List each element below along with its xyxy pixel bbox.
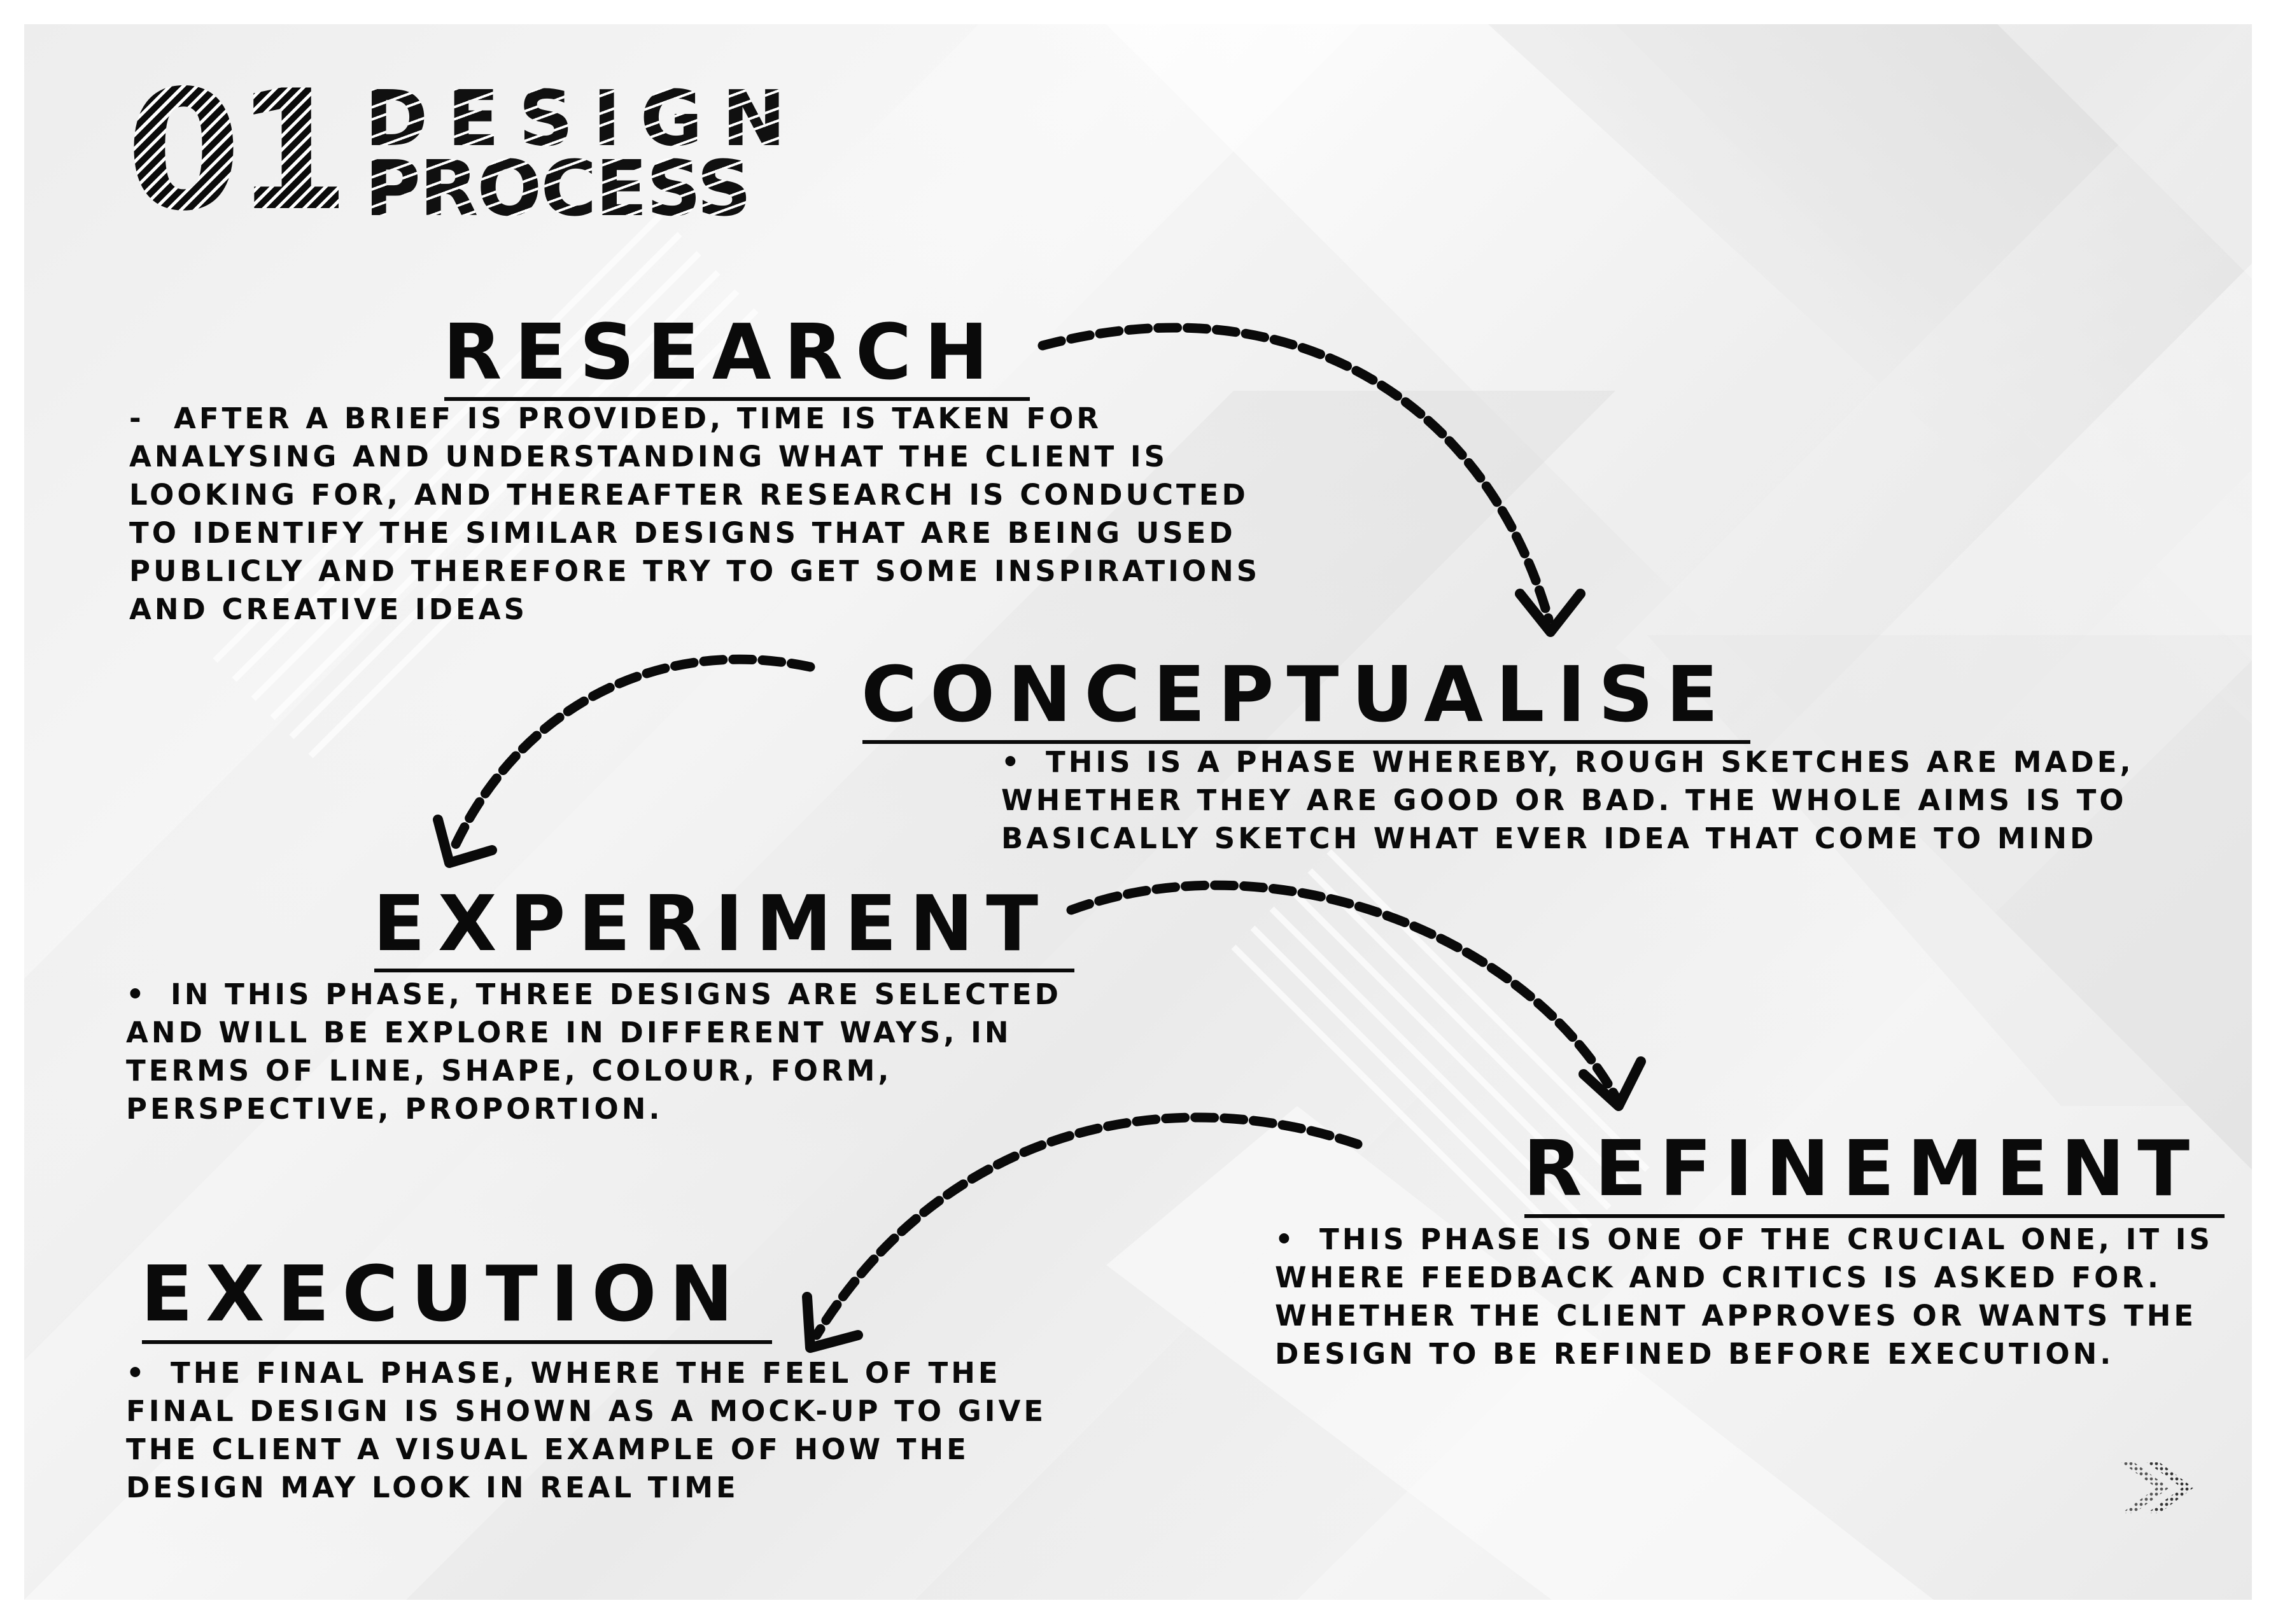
conceptualise-text: THIS IS A PHASE WHEREBY, ROUGH SKETCHES … [1001, 745, 2134, 855]
experiment-heading-underline [374, 969, 1074, 972]
arrow-conceptualise-to-experiment [449, 654, 815, 853]
research-description: -AFTER A BRIEF IS PROVIDED, TIME IS TAKE… [129, 400, 1288, 629]
design-process-page: 01 DESIGN PROCESS RESEARCH -AFTER A BRIE… [24, 24, 2252, 1600]
research-heading: RESEARCH [443, 309, 1001, 397]
chevron-right-icon[interactable] [2118, 1456, 2195, 1520]
conceptualise-description: •THIS IS A PHASE WHEREBY, ROUGH SKETCHES… [1001, 743, 2198, 858]
research-text: AFTER A BRIEF IS PROVIDED, TIME IS TAKEN… [129, 402, 1261, 626]
arrow-experiment-to-refinement [1066, 880, 1621, 1102]
arrow-refinement-to-execution [812, 1112, 1363, 1340]
refinement-heading-underline [1524, 1214, 2225, 1218]
research-bullet: - [129, 402, 144, 435]
conceptualise-heading-underline [862, 740, 1750, 744]
experiment-heading: EXPERIMENT [373, 880, 1051, 969]
refinement-bullet: • [1275, 1222, 1297, 1256]
execution-heading: EXECUTION [141, 1250, 746, 1339]
arrowhead-refinement [1578, 1056, 1646, 1111]
research-heading-underline [444, 397, 1030, 401]
arrowhead-conceptualise [1515, 589, 1585, 637]
execution-heading-underline [142, 1340, 772, 1344]
section-number: 01 [126, 55, 350, 248]
experiment-text: IN THIS PHASE, THREE DESIGNS ARE SELECTE… [126, 977, 1062, 1126]
conceptualise-heading: CONCEPTUALISE [861, 651, 1731, 739]
refinement-description: •THIS PHASE IS ONE OF THE CRUCIAL ONE, I… [1275, 1221, 2252, 1373]
conceptualise-bullet: • [1001, 745, 1023, 779]
flow-arrows [433, 323, 1646, 1353]
arrow-research-to-conceptualise [1037, 323, 1554, 624]
arrowhead-execution [802, 1292, 863, 1353]
page-title-line-2: PROCESS [365, 145, 752, 234]
refinement-text: THIS PHASE IS ONE OF THE CRUCIAL ONE, IT… [1275, 1222, 2213, 1371]
arrowhead-experiment [433, 815, 497, 868]
execution-bullet: • [126, 1356, 148, 1390]
refinement-heading: REFINEMENT [1523, 1125, 2203, 1214]
experiment-description: •IN THIS PHASE, THREE DESIGNS ARE SELECT… [126, 976, 1144, 1128]
execution-text: THE FINAL PHASE, WHERE THE FEEL OF THE F… [126, 1356, 1047, 1504]
page-title-line-1: DESIGN [365, 75, 805, 164]
experiment-bullet: • [126, 977, 148, 1011]
execution-description: •THE FINAL PHASE, WHERE THE FEEL OF THE … [126, 1354, 1068, 1507]
background-pattern [24, 24, 2252, 1600]
